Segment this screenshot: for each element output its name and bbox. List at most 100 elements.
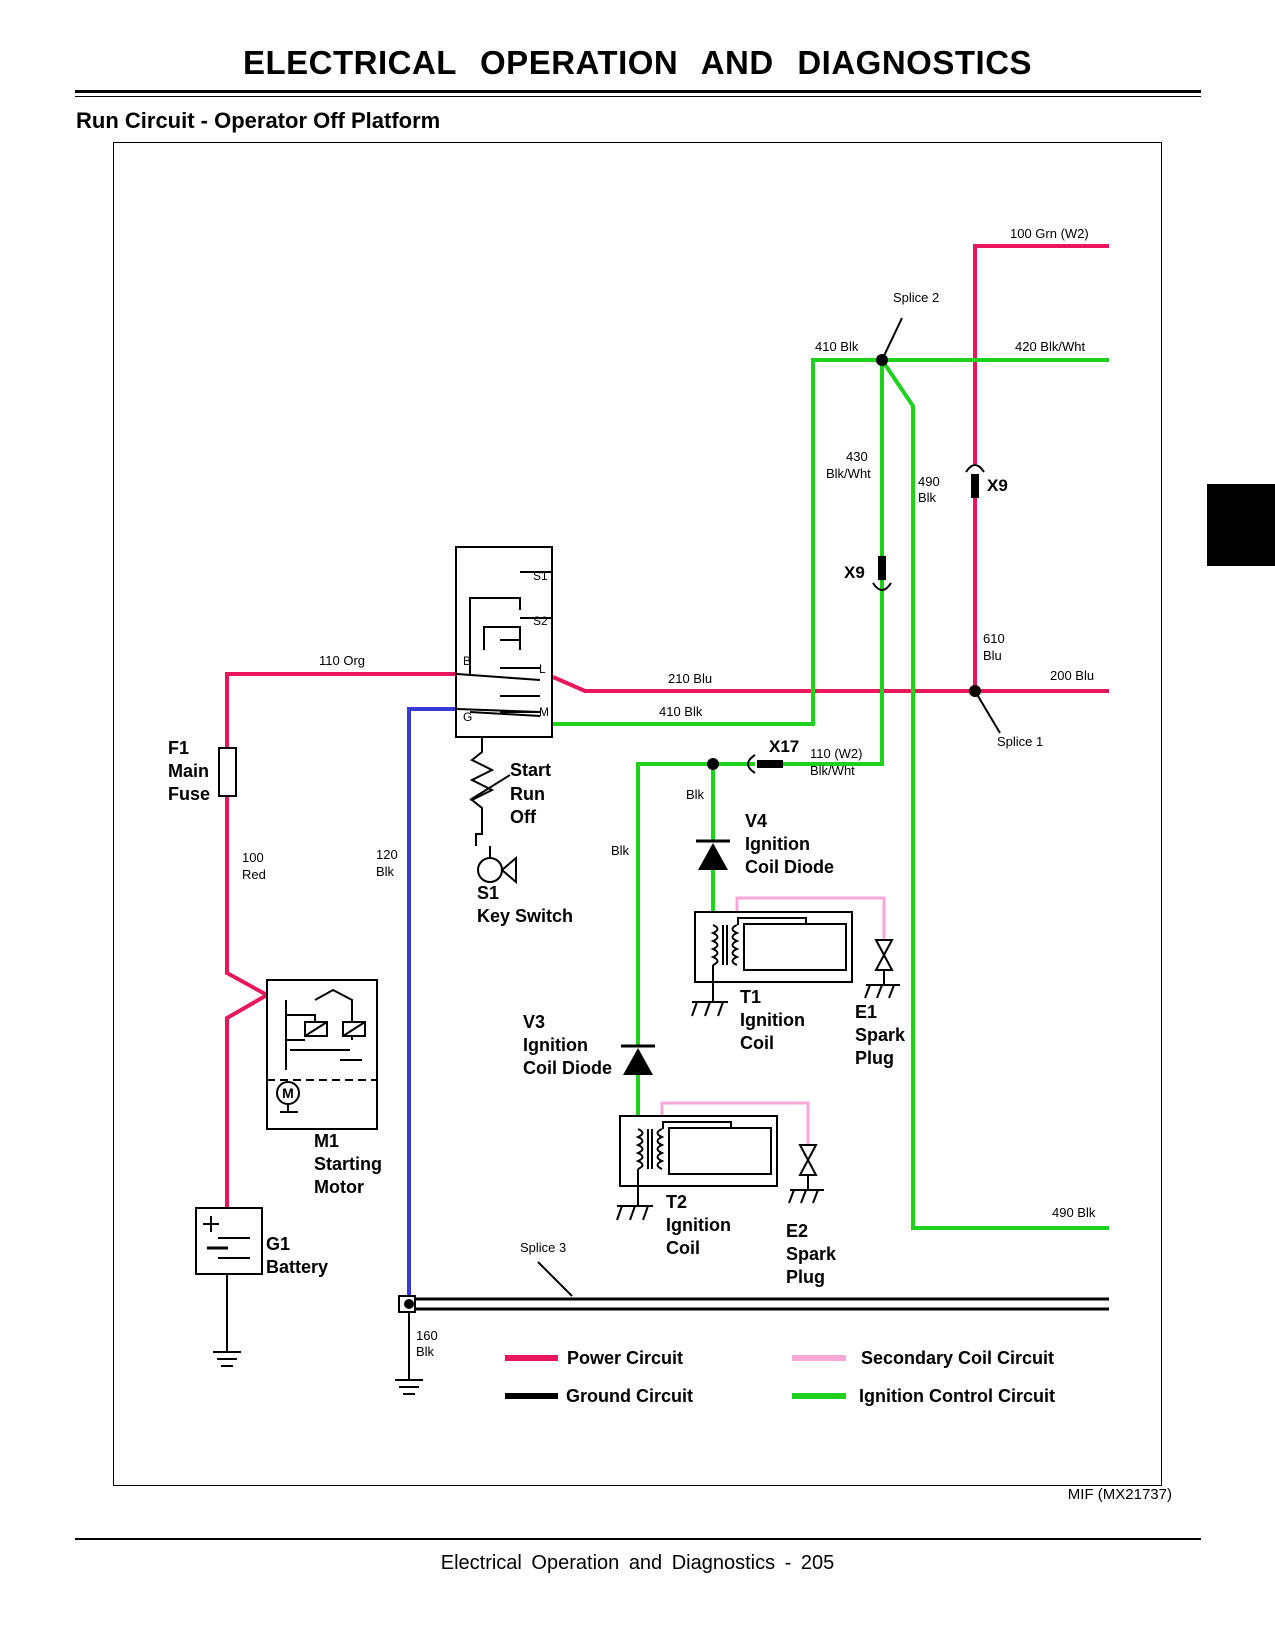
diagram-frame	[113, 142, 1162, 1486]
diode-v4	[696, 839, 730, 870]
spark-plug-e2	[788, 1144, 824, 1204]
label-t1-id: T1	[740, 987, 761, 1007]
label-e1-line1: Spark	[855, 1025, 906, 1045]
label-g1-id: G1	[266, 1234, 290, 1254]
motor-symbol-letter: M	[282, 1085, 294, 1101]
wire-110-w2-blk-wht	[780, 580, 884, 766]
label-e2-id: E2	[786, 1221, 808, 1241]
label-110-color: Blk/Wht	[810, 763, 855, 778]
wire-490-blk	[880, 358, 1109, 1230]
label-610-num: 610	[983, 631, 1005, 646]
legend-secondary: Secondary Coil Circuit	[861, 1348, 1054, 1368]
label-490-blk-bottom: 490 Blk	[1052, 1205, 1096, 1220]
label-v3-line2: Coil Diode	[523, 1058, 612, 1078]
label-110-org: 110 Org	[319, 653, 365, 668]
header-rule-thin	[75, 96, 1201, 97]
terminal-s2: S2	[533, 614, 548, 628]
fuse-f1-symbol	[218, 747, 237, 797]
label-e1-id: E1	[855, 1002, 877, 1022]
figure-code: MIF (MX21737)	[1067, 1486, 1172, 1503]
ignition-coil-t2	[616, 1115, 778, 1221]
page-header-title: ELECTRICAL OPERATION AND DIAGNOSTICS	[242, 44, 1033, 81]
label-v4-id: V4	[745, 811, 767, 831]
label-t2-line2: Coil	[666, 1238, 700, 1258]
footer-rule	[75, 1538, 1201, 1540]
label-f1-line1: Main	[168, 761, 209, 781]
ground-symbol-bus	[395, 1379, 423, 1395]
wire-100-grn	[973, 244, 1109, 464]
wire-110-org	[225, 672, 466, 748]
label-splice-3: Splice 3	[520, 1240, 566, 1255]
legend-power: Power Circuit	[567, 1348, 683, 1368]
label-v3-id: V3	[523, 1012, 545, 1032]
label-m1-id: M1	[314, 1131, 339, 1151]
label-s1-id: S1	[477, 883, 499, 903]
terminal-m: M	[539, 705, 549, 719]
label-blk-v3: Blk	[611, 843, 630, 858]
splice-blk-dot	[707, 758, 719, 770]
label-m1-line1: Starting	[314, 1154, 382, 1174]
label-s1-name: Key Switch	[477, 906, 573, 926]
label-410-blk-mid: 410 Blk	[659, 704, 703, 719]
power-circuit-wires	[225, 244, 1109, 1212]
label-splice-2: Splice 2	[893, 290, 939, 305]
label-120-color: Blk	[376, 864, 395, 879]
section-tab-marker	[1207, 484, 1275, 566]
label-100-num: 100	[242, 850, 264, 865]
label-210-blu: 210 Blu	[668, 671, 712, 686]
label-e2-line2: Plug	[786, 1267, 825, 1287]
wire-120-blk	[407, 707, 466, 1304]
label-200-blu: 200 Blu	[1050, 668, 1094, 683]
terminal-l: L	[539, 662, 546, 676]
label-e2-line1: Spark	[786, 1244, 837, 1264]
label-100-color: Red	[242, 867, 266, 882]
terminal-s1: S1	[533, 569, 548, 583]
ignition-control-wires	[551, 358, 1109, 1230]
label-430-num: 430	[846, 449, 868, 464]
label-blk-v4: Blk	[686, 787, 705, 802]
diode-v3	[621, 1044, 655, 1075]
label-410-blk-top: 410 Blk	[815, 339, 859, 354]
spark-plug-e1	[864, 939, 900, 999]
label-490-color: Blk	[918, 490, 937, 505]
legend: Power Circuit Ground Circuit Secondary C…	[505, 1348, 1055, 1406]
label-splice-1: Splice 1	[997, 734, 1043, 749]
label-160-num: 160	[416, 1328, 438, 1343]
header-rule	[75, 90, 1201, 93]
section-title: Run Circuit - Operator Off Platform	[76, 108, 441, 133]
label-610-color: Blu	[983, 648, 1002, 663]
label-key-run: Run	[510, 784, 545, 804]
label-v4-line2: Coil Diode	[745, 857, 834, 877]
terminal-b: B	[463, 654, 471, 668]
secondary-wire-e2	[660, 1101, 810, 1145]
battery-g1	[195, 1207, 263, 1275]
connector-x17	[747, 754, 783, 774]
page-footer: Electrical Operation and Diagnostics - 2…	[440, 1552, 835, 1574]
label-420-blk-wht: 420 Blk/Wht	[1015, 339, 1085, 354]
label-connector-x9-left: X9	[844, 563, 865, 582]
terminal-g: G	[463, 710, 472, 724]
wire-210-blu	[552, 675, 1109, 693]
label-160-color: Blk	[416, 1344, 435, 1359]
label-v3-line1: Ignition	[523, 1035, 588, 1055]
label-v4-line1: Ignition	[745, 834, 810, 854]
label-connector-x9-right: X9	[987, 476, 1008, 495]
label-g1-name: Battery	[266, 1257, 328, 1277]
ignition-coil-t1	[691, 911, 853, 1017]
label-t1-line1: Ignition	[740, 1010, 805, 1030]
starting-motor-m1	[266, 979, 378, 1130]
label-connector-x17: X17	[769, 737, 799, 756]
label-key-start: Start	[510, 760, 551, 780]
label-t2-line1: Ignition	[666, 1215, 731, 1235]
label-100-grn-w2: 100 Grn (W2)	[1010, 226, 1089, 241]
label-110-w2: 110 (W2)	[810, 746, 863, 761]
splice-3-dot	[404, 1299, 414, 1309]
connector-x9-left	[872, 556, 892, 591]
label-m1-line2: Motor	[314, 1177, 364, 1197]
key-switch-s1	[455, 546, 553, 885]
label-e1-line2: Plug	[855, 1048, 894, 1068]
label-t2-id: T2	[666, 1192, 687, 1212]
label-t1-line2: Coil	[740, 1033, 774, 1053]
ground-symbol-battery	[213, 1274, 241, 1367]
